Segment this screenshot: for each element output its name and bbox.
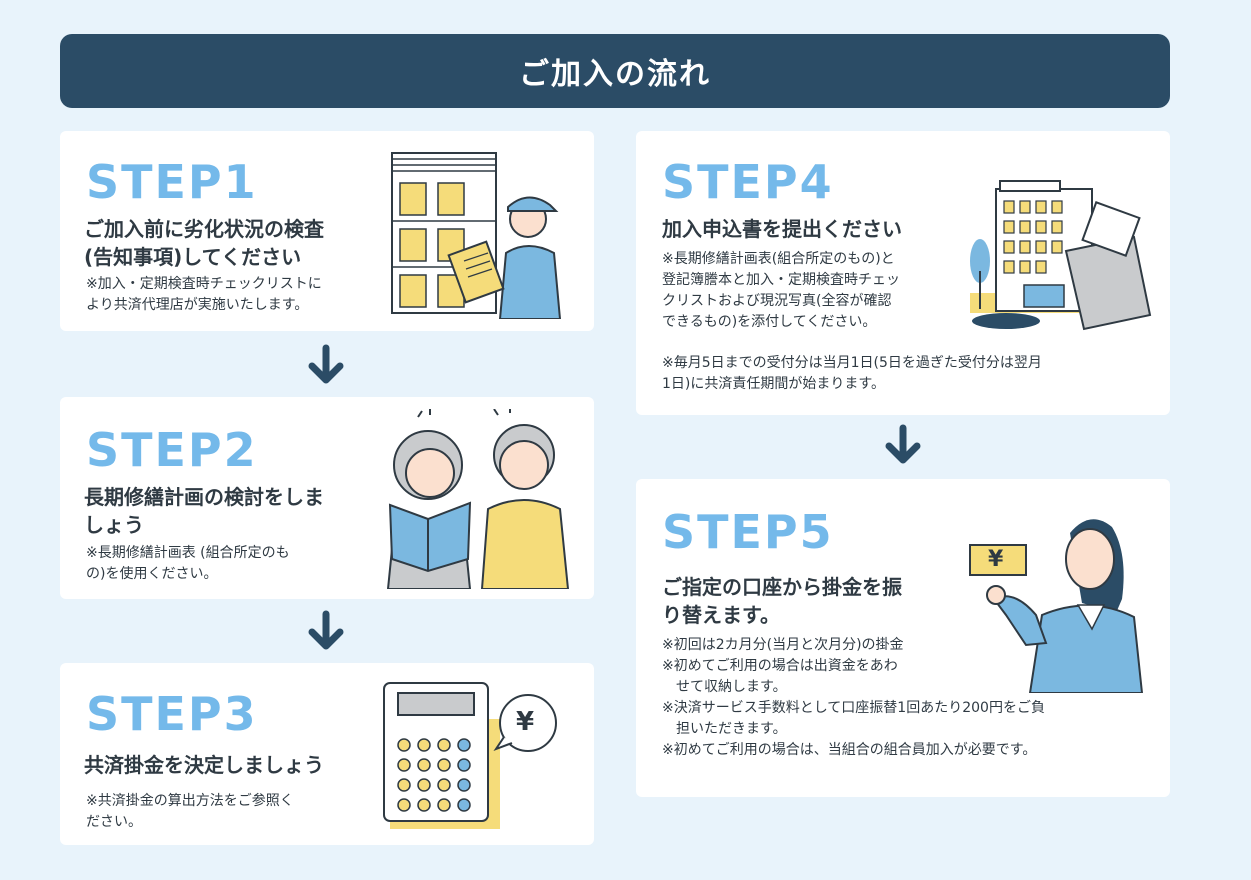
step4-note2: ※毎月5日までの受付分は当月1日(5日を過ぎた受付分は翌月 1日)に共済責任期間… [662,353,1042,395]
step3-note-line2: ださい。 [86,814,142,830]
step4-note2-line2: 1日)に共済責任期間が始まります。 [662,376,885,392]
arrow-down-icon [885,424,921,464]
step5-note4: ※初めてご利用の場合は、当組合の組合員加入が必要です。 [662,742,1037,758]
step4-title: 加入申込書を提出ください [662,215,902,243]
step1-title-line2: (告知事項)してください [84,245,302,269]
step5-note3: ※決済サービス手数料として口座振替1回あたり200円をご負担いただきます。 [662,700,1045,737]
step1-label: STEP1 [86,155,258,209]
page-header: ご加入の流れ [60,34,1170,108]
step4-card: STEP4 加入申込書を提出ください ※長期修繕計画表(組合所定のもの)と 登記… [636,131,1170,415]
step1-card: STEP1 ご加入前に劣化状況の検査 (告知事項)してください ※加入・定期検査… [60,131,594,331]
yen-bill-icon: ¥ [988,547,1004,572]
calculator-illustration [383,682,557,829]
office-envelope-illustration [970,180,1152,331]
step2-title-line1: 長期修繕計画の検討をしま [84,485,324,509]
yen-bubble-icon: ¥ [516,707,535,737]
step1-title-line1: ご加入前に劣化状況の検査 [84,217,324,241]
step4-note2-line1: ※毎月5日までの受付分は当月1日(5日を過ぎた受付分は翌月 [662,355,1042,371]
step4-label: STEP4 [662,155,834,209]
page-title: ご加入の流れ [519,57,711,92]
step3-card: STEP3 共済掛金を決定しましょう ※共済掛金の算出方法をご参照く ださい。 … [60,663,594,845]
step1-note-line2: より共済代理店が実施いたします。 [86,297,309,313]
step5-title: ご指定の口座から掛金を振 り替えます。 [662,573,902,629]
step1-note-line1: ※加入・定期検査時チェックリストに [86,276,322,292]
couple-reading-illustration [386,409,570,589]
step4-note1-line4: できるもの)を添付してください。 [662,314,877,330]
arrow-down-icon [308,610,344,650]
step4-note1-line1: ※長期修繕計画表(組合所定のもの)と [662,251,895,267]
arrow-down-icon [308,344,344,384]
step5-note2: ※初めてご利用の場合は出資金をあわせて収納します。 [662,658,898,695]
step3-title-line1: 共済掛金を決定しましょう [84,753,324,777]
step2-note-line1: ※長期修繕計画表 (組合所定のも [86,545,290,561]
step1-note: ※加入・定期検査時チェックリストに より共済代理店が実施いたします。 [86,274,322,316]
step4-note1-line3: クリストおよび現況写真(全容が確認 [662,293,892,309]
step2-title-line2: しょう [84,513,144,537]
banker-woman-illustration [969,519,1144,693]
step3-note: ※共済掛金の算出方法をご参照く ださい。 [86,791,294,833]
step5-note1: ※初回は2カ月分(当月と次月分)の掛金 [662,637,904,653]
step5-title-line2: り替えます。 [662,603,780,627]
step2-label: STEP2 [86,423,258,477]
step3-label: STEP3 [86,687,258,741]
step5-label: STEP5 [662,505,834,559]
step2-note: ※長期修繕計画表 (組合所定のも の)を使用ください。 [86,543,290,585]
step2-note-line2: の)を使用ください。 [86,566,218,582]
step3-title: 共済掛金を決定しましょう [84,751,324,779]
step5-notes: ※初回は2カ月分(当月と次月分)の掛金 ※初めてご利用の場合は出資金をあわせて収… [662,635,1045,761]
step4-note1-line2: 登記簿謄本と加入・定期検査時チェッ [662,272,900,288]
step4-note1: ※長期修繕計画表(組合所定のもの)と 登記簿謄本と加入・定期検査時チェッ クリス… [662,249,972,333]
step1-title: ご加入前に劣化状況の検査 (告知事項)してください [84,215,324,271]
step5-title-line1: ご指定の口座から掛金を振 [662,575,902,599]
step4-title-line1: 加入申込書を提出ください [662,217,902,241]
step5-card: STEP5 ご指定の口座から掛金を振 り替えます。 ※初回は2カ月分(当月と次月… [636,479,1170,797]
inspector-building-illustration [391,152,562,319]
step2-card: STEP2 長期修繕計画の検討をしま しょう ※長期修繕計画表 (組合所定のも … [60,397,594,599]
step3-note-line1: ※共済掛金の算出方法をご参照く [86,793,294,809]
step2-title: 長期修繕計画の検討をしま しょう [84,483,324,539]
